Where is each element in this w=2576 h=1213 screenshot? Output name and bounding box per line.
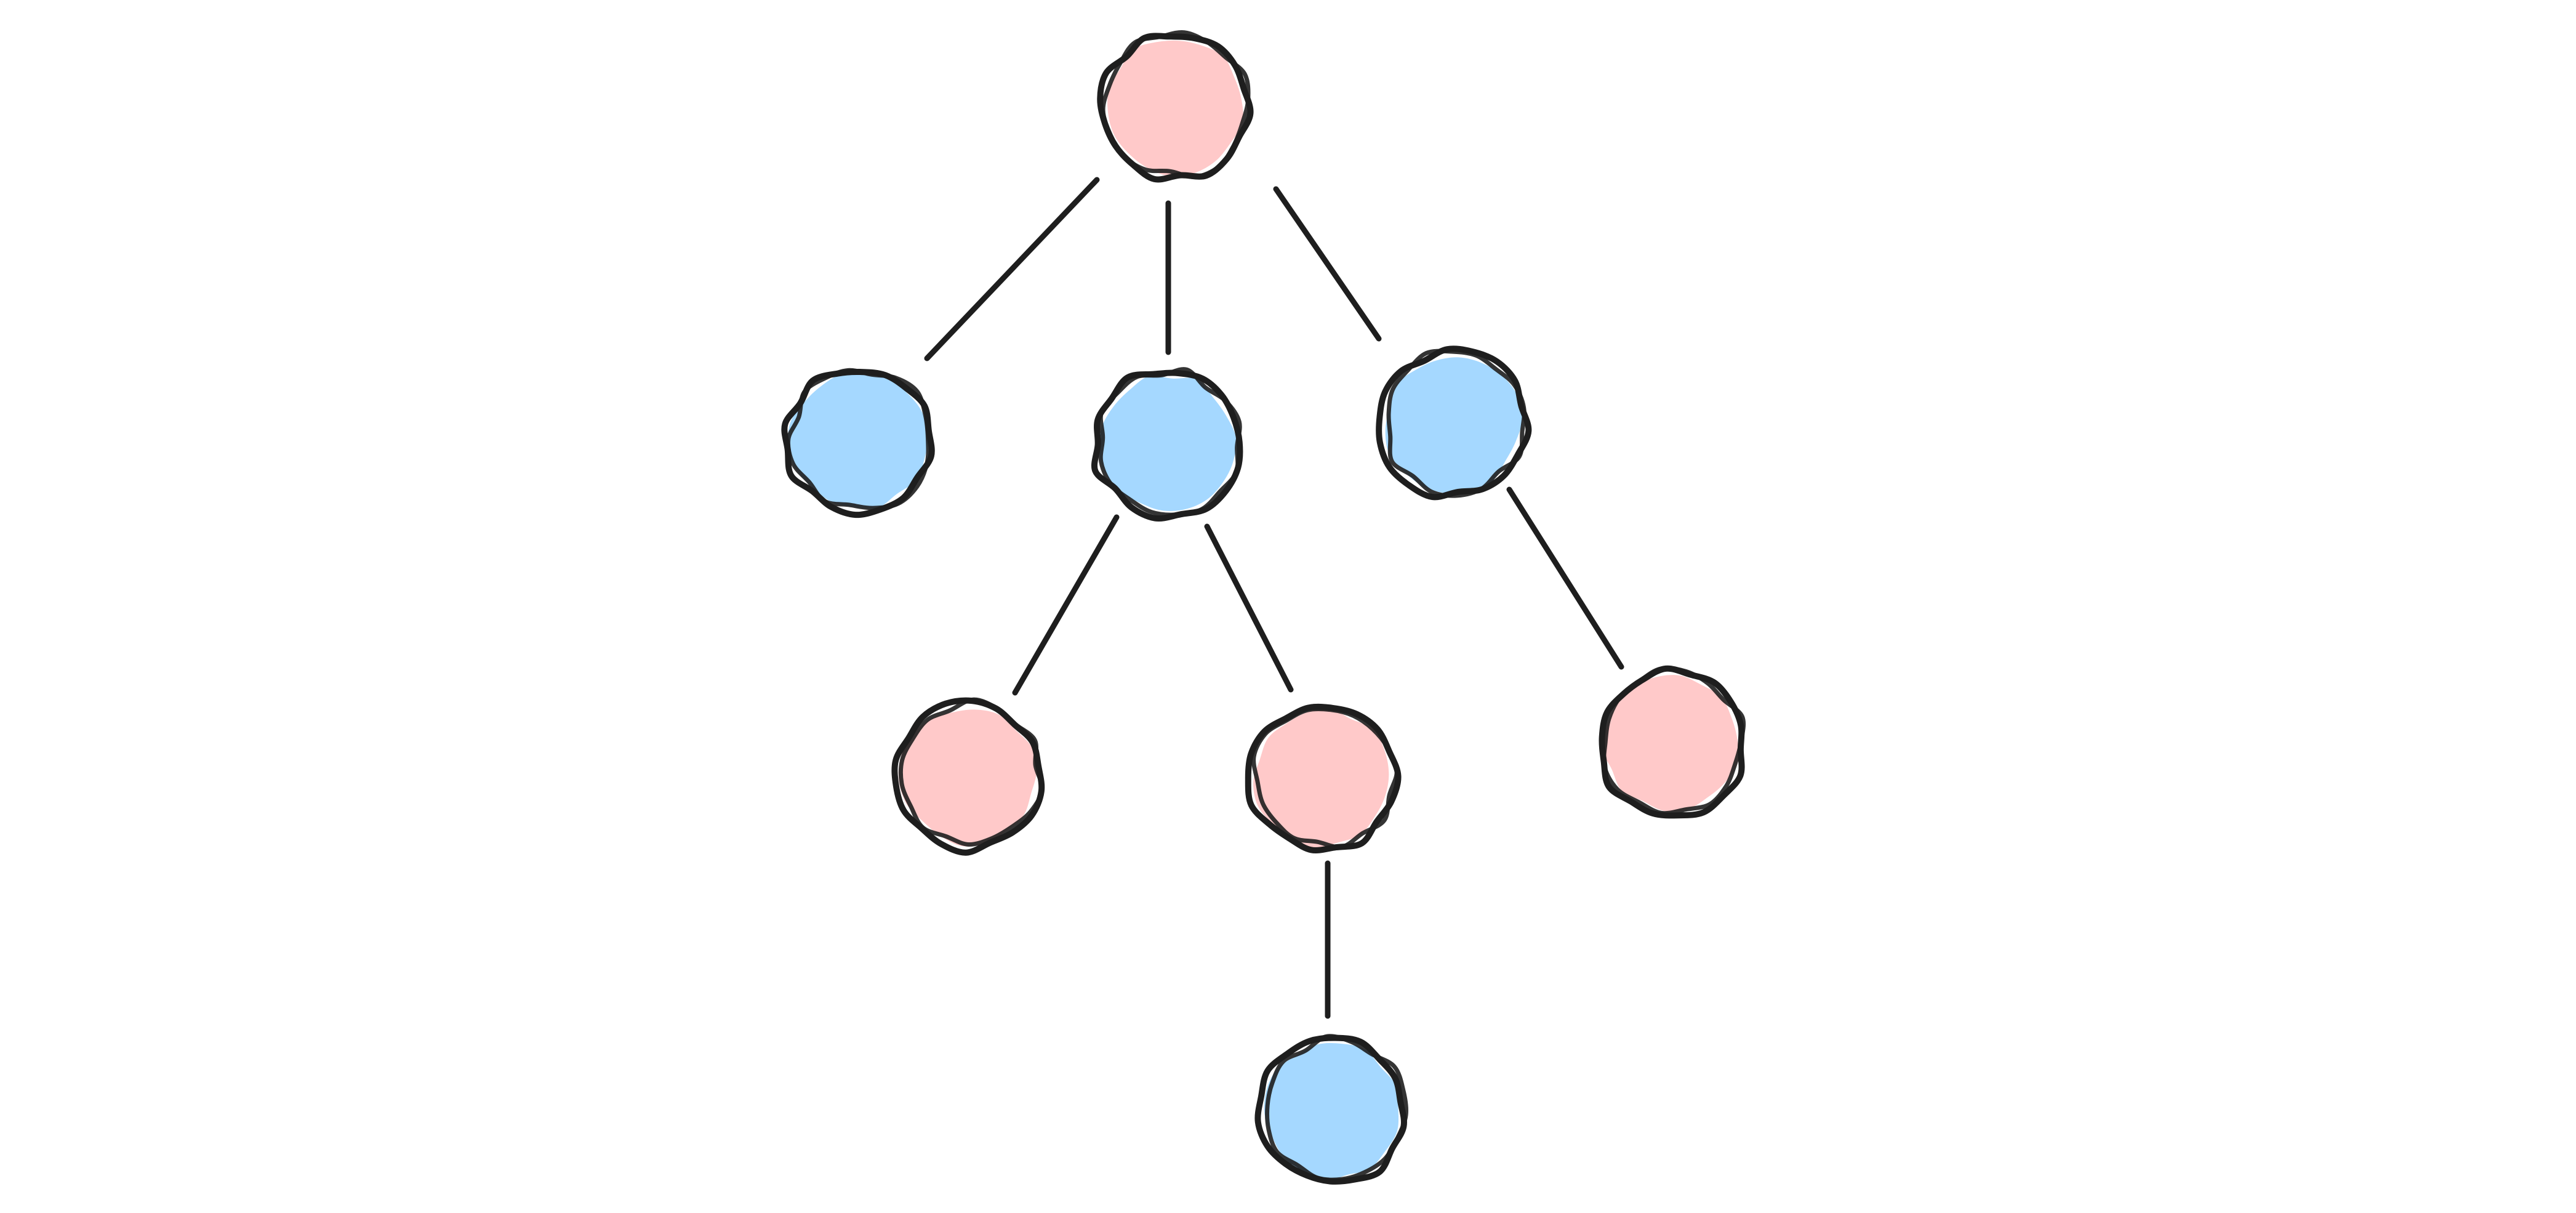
tree-node-n2 <box>781 368 935 518</box>
node-fill-n5 <box>898 709 1037 847</box>
nodes-layer <box>781 30 1746 1185</box>
node-outline-n7 <box>1599 665 1745 819</box>
node-fill-n4 <box>1385 357 1523 494</box>
node-fill-n6 <box>1253 708 1389 848</box>
node-outline-sketch-n4 <box>1386 349 1527 498</box>
node-outline-sketch-n2 <box>785 368 931 510</box>
node-outline-sketch-n8 <box>1265 1034 1409 1182</box>
node-outline-sketch-n3 <box>1098 367 1242 517</box>
edge-n3-n5 <box>1012 514 1120 696</box>
tree-node-n5 <box>891 697 1045 856</box>
node-outline-n3 <box>1091 369 1243 522</box>
tree-node-n6 <box>1245 703 1402 853</box>
node-outline-sketch-n6 <box>1251 706 1399 850</box>
edge-n1-n4 <box>1273 186 1382 342</box>
node-outline-n4 <box>1376 345 1532 501</box>
edge-n4-n7 <box>1506 486 1624 670</box>
node-fill-n1 <box>1107 40 1243 177</box>
node-outline-sketch-n5 <box>898 697 1045 847</box>
node-fill-n2 <box>788 372 929 509</box>
edges-layer <box>924 177 1624 1019</box>
tree-node-n3 <box>1091 367 1243 522</box>
node-fill-n7 <box>1601 675 1739 812</box>
node-outline-sketch-n1 <box>1101 30 1251 179</box>
edge-n3-n6 <box>1204 523 1294 693</box>
tree-node-n7 <box>1599 665 1746 819</box>
node-fill-n8 <box>1264 1042 1399 1182</box>
tree-node-n8 <box>1254 1034 1409 1185</box>
edge-n1-n2 <box>924 177 1100 361</box>
tree-node-n4 <box>1376 345 1532 501</box>
tree-node-n1 <box>1097 30 1254 183</box>
node-outline-sketch-n7 <box>1602 666 1746 816</box>
node-fill-n3 <box>1099 376 1237 511</box>
